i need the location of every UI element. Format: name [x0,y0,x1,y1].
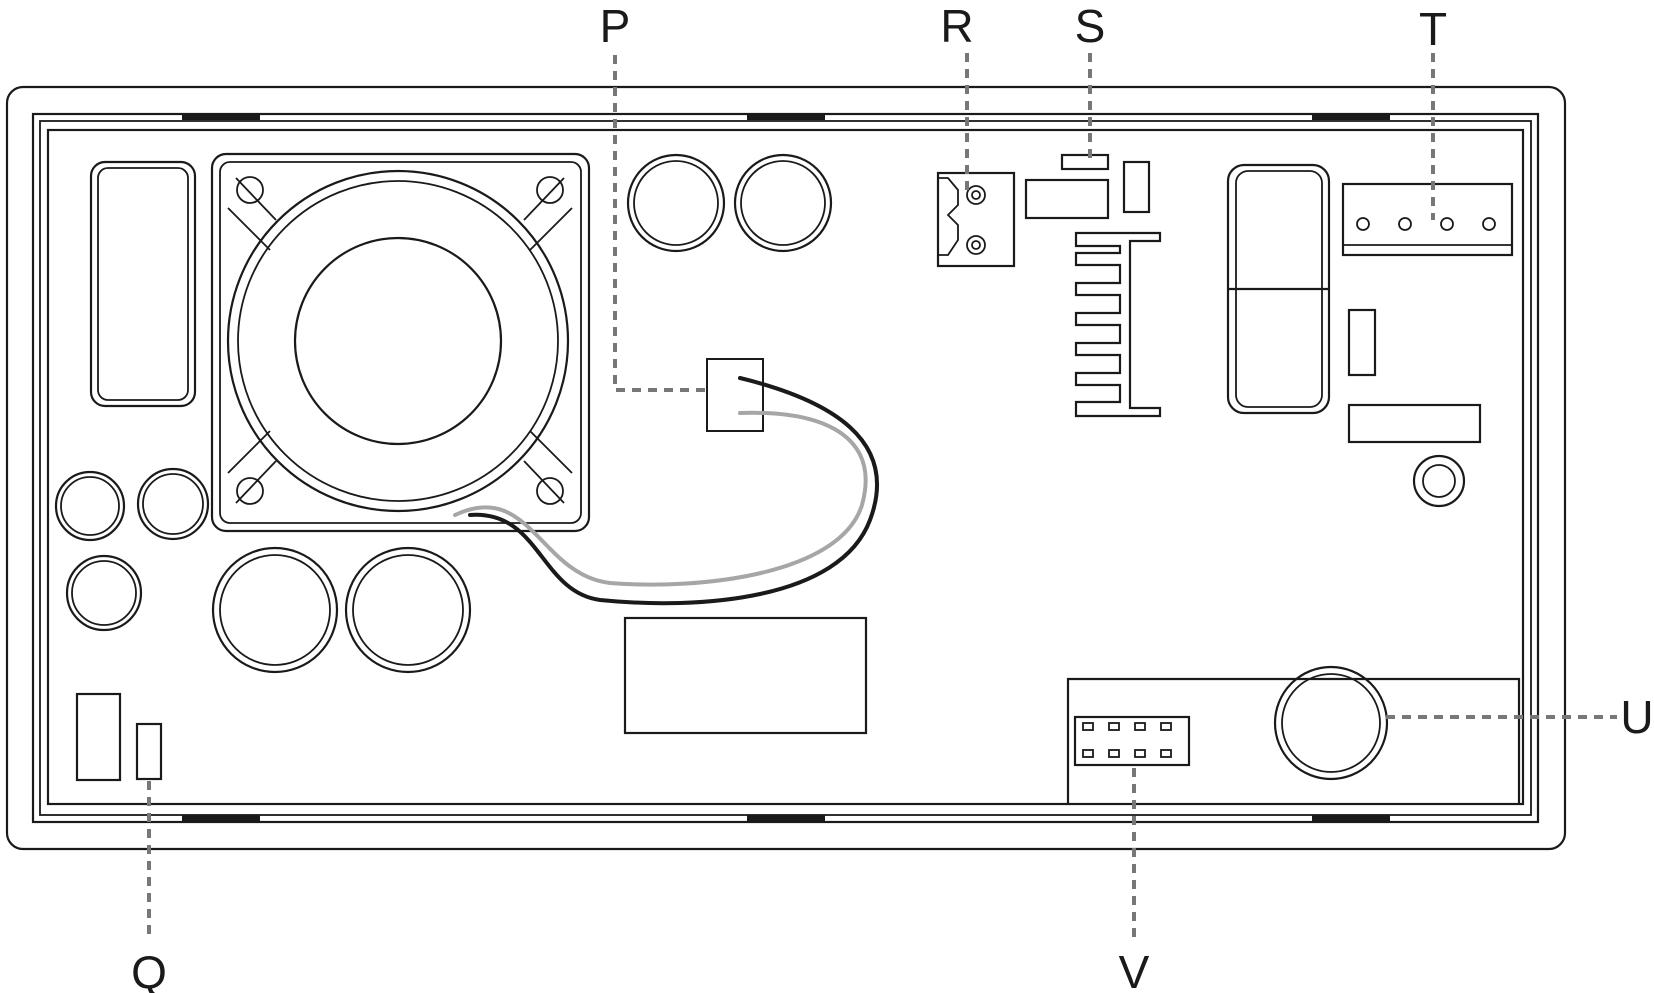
enclosure-inner-frame [31,112,1540,824]
capacitor-large [626,153,726,253]
enclosure-outer-frame [5,85,1567,851]
module-block [623,616,868,735]
fan-connector [706,358,764,432]
leader-line-p [613,55,705,392]
component-block [1122,160,1151,214]
mounting-clip [182,815,260,821]
fan-mount-hole [236,477,264,505]
pin-header-v [1073,715,1191,767]
cooling-fan [210,152,591,533]
inductor-block [89,160,197,408]
fan-mount-hole [536,176,564,204]
led-indicator [1412,454,1466,508]
connector-t [1341,182,1514,257]
fan-wire-dark [468,376,879,606]
capacitor-large [344,546,472,674]
capacitor [65,554,143,632]
sub-panel [1066,677,1521,804]
component-u [1273,665,1389,781]
capacitor-large [211,546,339,674]
callout-label-t: T [1419,3,1447,55]
capacitor [136,467,210,541]
callout-label-p: P [600,0,631,52]
callout-label-u: U [1620,691,1653,743]
callout-label-r: R [940,0,973,52]
inductor-core [97,167,189,401]
callout-label-q: Q [131,946,167,993]
heatsink [1074,231,1162,418]
callout-label-s: S [1075,0,1106,52]
capacitor [54,470,126,542]
enclosure [5,85,1567,851]
enclosure-inner-frame-2 [39,120,1532,816]
fan-wire-light [453,410,868,587]
fan-mount-hole [536,477,564,505]
fan-mount-hole [236,176,264,204]
component-block [1347,403,1482,444]
terminal-block [936,171,1016,268]
component-block [75,692,122,782]
callout-label-v: V [1119,946,1150,993]
mounting-clip [1312,815,1390,821]
component-s [1060,153,1110,171]
component-block [1024,178,1110,220]
mounting-clip [1312,114,1390,120]
mounting-clip [747,815,825,821]
component-block [1347,308,1377,377]
component-q [135,722,163,781]
mounting-clip [182,114,260,120]
pcb-board [46,128,1525,806]
capacitor-large [733,153,833,253]
mounting-clip [747,114,825,120]
